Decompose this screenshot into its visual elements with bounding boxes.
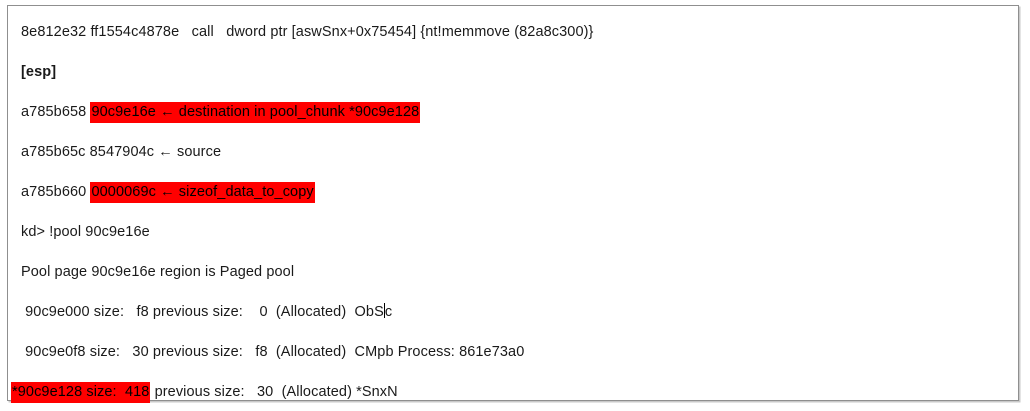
console-line-pool-chunk-1: 90c9e000 size: f8 previous size: 0 (Allo…	[8, 292, 1018, 332]
document-frame: 8e812e32 ff1554c4878e call dword ptr [as…	[7, 5, 1019, 403]
console-text: previous size: 30 (Allocated) *SnxN	[150, 384, 398, 400]
console-text: c	[384, 304, 393, 320]
console-text: kd> !pool 90c9e16e	[21, 224, 150, 240]
console-line-stack-source: a785b65c 8547904c ← source	[8, 132, 1018, 172]
console-line-kd-command: kd> !pool 90c9e16e	[8, 212, 1018, 252]
console-text: a785b660	[21, 184, 91, 200]
console-text: a785b658	[21, 104, 91, 120]
console-line-pool-page-region: Pool page 90c9e16e region is Paged pool	[8, 252, 1018, 292]
console-text: 90c9e000 size: f8 previous size: 0 (Allo…	[21, 304, 384, 320]
console-line-disasm-call: 8e812e32 ff1554c4878e call dword ptr [as…	[8, 12, 1018, 52]
console-line-pool-chunk-3-overflowed: *90c9e128 size: 418 previous size: 30 (A…	[8, 372, 1018, 411]
highlighted-text: 0000069c ← sizeof_data_to_copy	[90, 182, 315, 203]
text-caret	[383, 303, 385, 318]
console-text: 8e812e32 ff1554c4878e call dword ptr [as…	[21, 24, 594, 40]
highlighted-text: 90c9e16e ← destination in pool_chunk *90…	[90, 102, 421, 123]
console-line-pool-chunk-2: 90c9e0f8 size: 30 previous size: f8 (All…	[8, 332, 1018, 372]
console-text: 90c9e0f8 size: 30 previous size: f8 (All…	[21, 344, 525, 360]
debugger-console-output: 8e812e32 ff1554c4878e call dword ptr [as…	[8, 6, 1018, 403]
console-text: a785b65c 8547904c ← source	[21, 144, 222, 160]
highlighted-text: *90c9e128 size: 418	[11, 382, 151, 403]
console-line-stack-destination: a785b658 90c9e16e ← destination in pool_…	[8, 92, 1018, 132]
console-line-stack-size: a785b660 0000069c ← sizeof_data_to_copy	[8, 172, 1018, 212]
console-text: Pool page 90c9e16e region is Paged pool	[21, 264, 295, 280]
console-line-esp-label: [esp]	[8, 52, 1018, 92]
console-text: [esp]	[21, 64, 57, 80]
